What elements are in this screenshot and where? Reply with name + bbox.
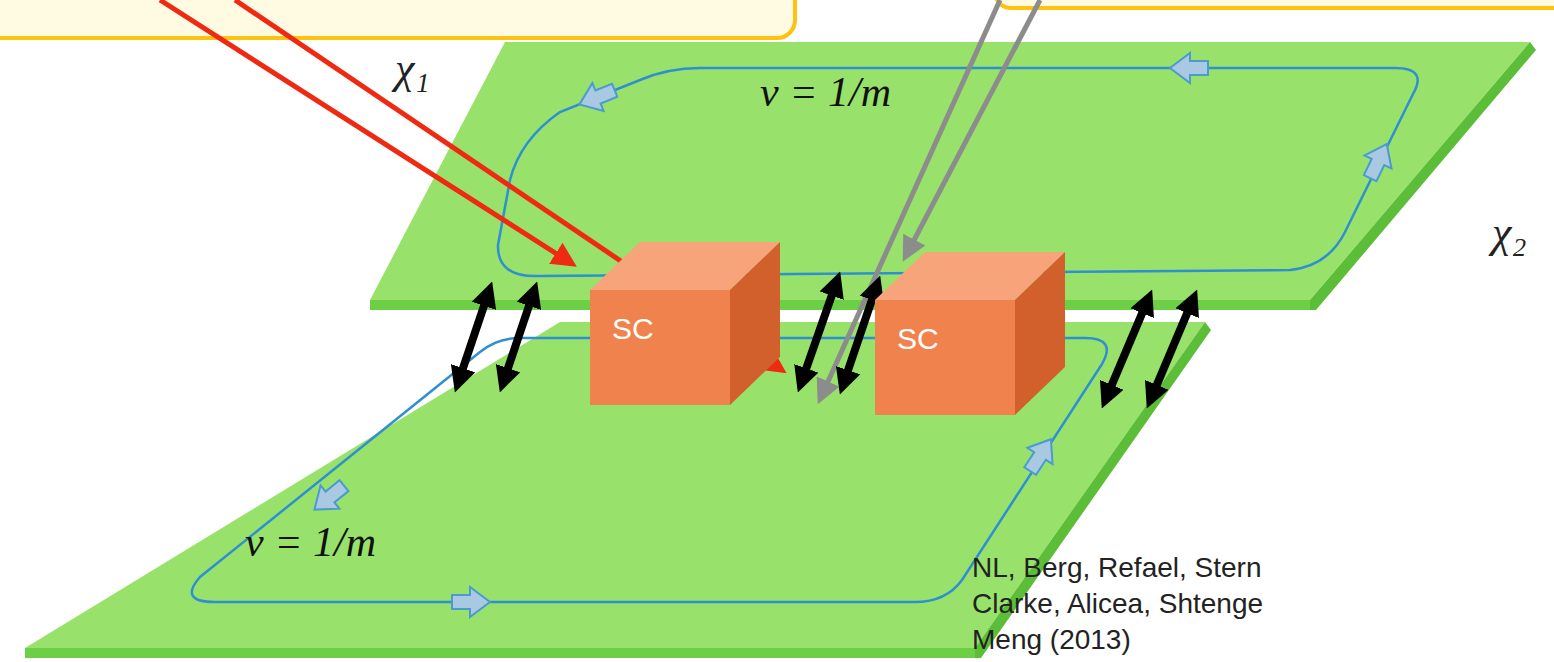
tunneling-arrow	[1110, 308, 1144, 389]
superconductor-block: SC	[875, 252, 1065, 415]
chirality-arrow	[1018, 431, 1064, 479]
block-front	[875, 300, 1015, 415]
citation-text: Meng (2013)	[972, 624, 1131, 656]
coupling-symbol: χ₁	[395, 44, 430, 95]
coupling-symbol: χ₂	[1492, 208, 1527, 259]
tunneling-arrow	[805, 291, 834, 373]
edge-mode	[498, 68, 1418, 276]
block-label: SC	[612, 312, 654, 346]
tunneling-arrow	[846, 295, 873, 375]
pointer-arrow	[826, 0, 1000, 386]
block-front	[590, 290, 730, 405]
pointer-arrow	[235, 0, 770, 362]
layer-edge	[25, 648, 975, 658]
chirality-arrow	[1357, 137, 1401, 184]
superconductor-block: SC	[590, 242, 780, 405]
citation-text: Clarke, Alicea, Shtenge	[972, 588, 1263, 620]
tunneling-arrow	[1155, 308, 1189, 389]
callout-box	[0, 0, 795, 38]
filling-factor: ν = 1/m	[760, 68, 891, 116]
block-label: SC	[897, 322, 939, 356]
tunneling-arrow	[461, 301, 485, 373]
pointer-arrow	[912, 0, 1040, 244]
chirality-arrow	[305, 474, 353, 521]
tunneling-arrow	[506, 301, 530, 373]
citation-text: NL, Berg, Refael, Stern	[972, 552, 1261, 584]
callout-box	[995, 0, 1554, 8]
chirality-arrow	[680, 323, 718, 353]
pointer-arrow	[160, 0, 560, 256]
layer-edge	[370, 300, 1310, 310]
chirality-arrow	[452, 587, 490, 617]
layer-edge	[1310, 42, 1536, 310]
chirality-arrow	[1170, 53, 1208, 83]
edge-mode	[192, 338, 1107, 602]
chirality-arrow	[574, 76, 620, 118]
filling-factor: ν = 1/m	[245, 518, 376, 566]
